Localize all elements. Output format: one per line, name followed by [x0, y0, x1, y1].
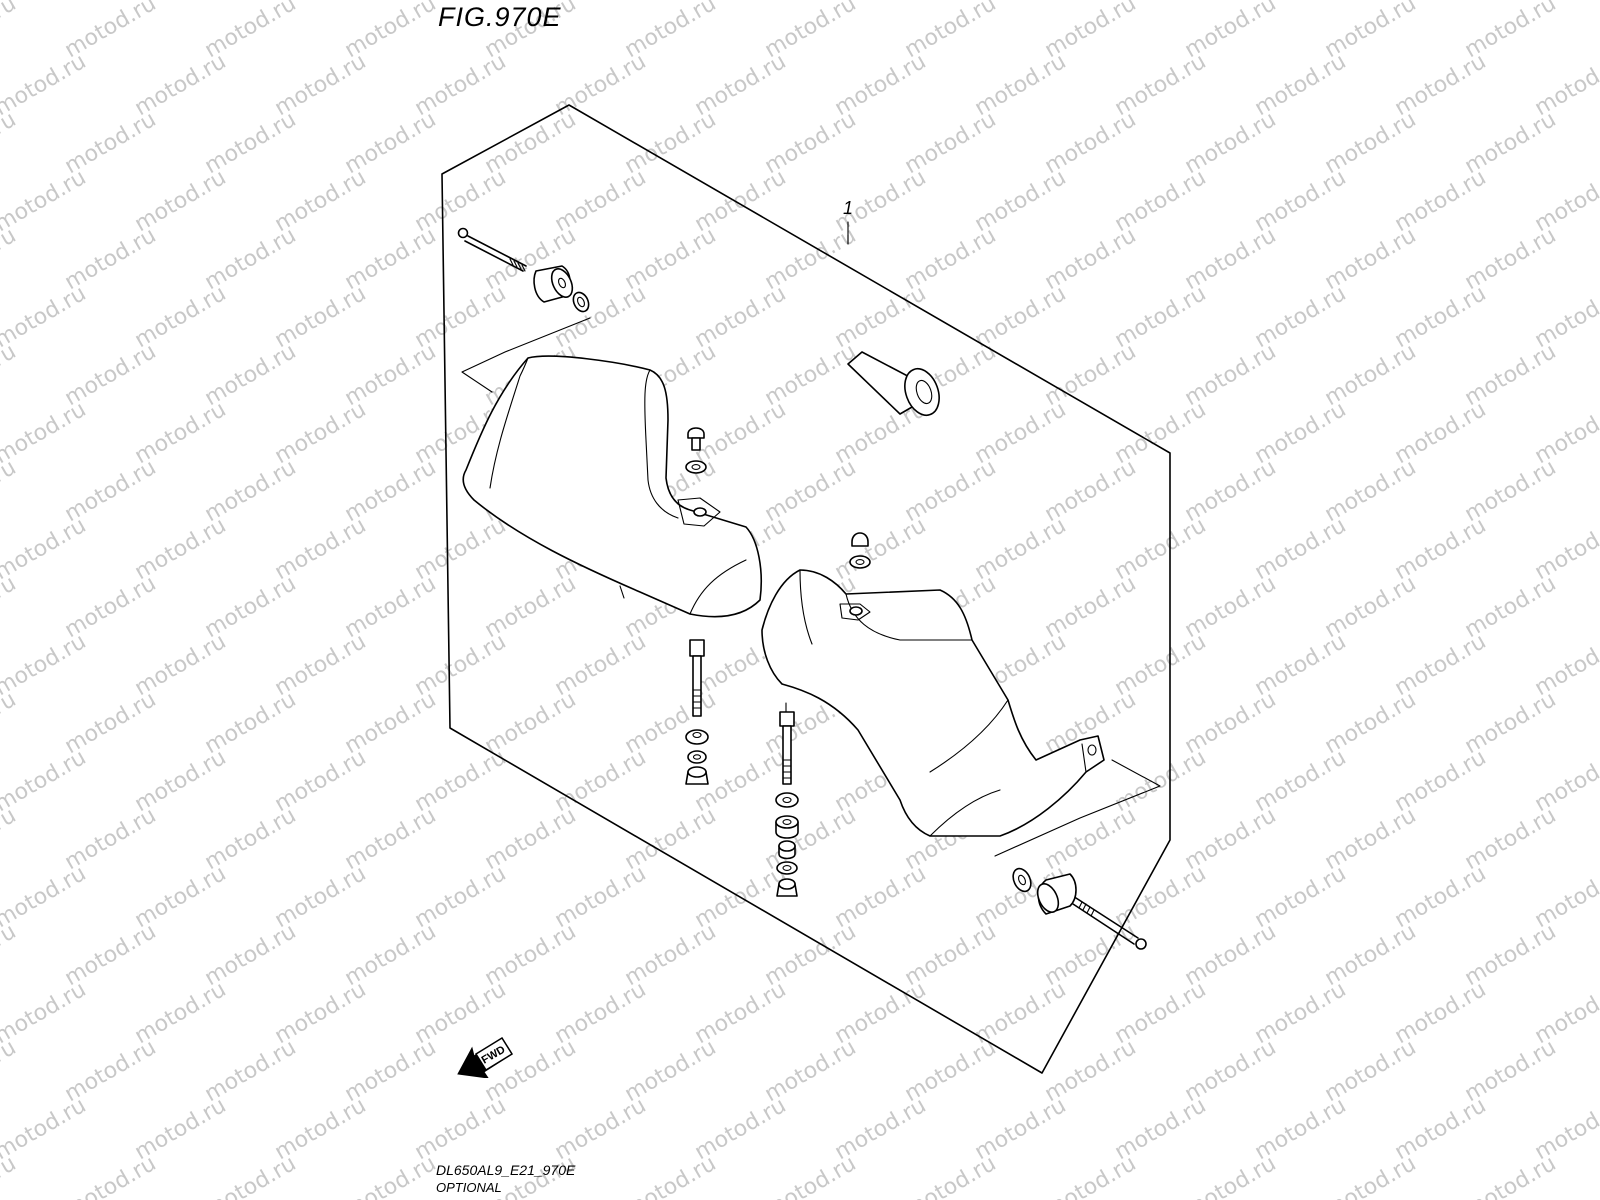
washer-left-guard-top: [685, 460, 707, 474]
watermark-text: motod.ru: [0, 455, 20, 527]
spacer-lower-right: [1036, 873, 1077, 915]
axis-marker-lower-right: [994, 759, 1161, 857]
diagram-code: DL650AL9_E21_970E: [436, 1162, 576, 1178]
watermark-text: motod.ru: [0, 803, 20, 875]
spacer-upper-left: [533, 265, 574, 303]
axis-marker-upper-left: [461, 317, 591, 393]
watermark-text: motod.ru: [0, 1035, 20, 1107]
nut-left-lower: [685, 766, 709, 785]
hand-guard-right: [761, 569, 1105, 837]
watermark-text: motod.ru: [0, 687, 20, 759]
watermark-text: motod.ru: [0, 107, 20, 179]
watermark-text: motod.ru: [0, 919, 20, 991]
collar-right-lower: [775, 815, 799, 839]
optional-note: OPTIONAL: [436, 1180, 502, 1195]
watermark-text: motod.ru: [0, 513, 90, 585]
watermark-text: motod.ru: [0, 165, 90, 237]
washer-upper-left: [572, 291, 590, 313]
watermark-text: motod.ru: [1321, 1151, 1421, 1200]
collar-left-lower: [685, 729, 709, 745]
bolt-right-lower: [779, 702, 795, 785]
washer-lower-right: [1012, 867, 1032, 893]
watermark-text: motod.ru: [61, 1151, 161, 1200]
grip-plug: [847, 351, 940, 417]
watermark-text: motod.ru: [0, 339, 20, 411]
watermark-text: motod.ru: [201, 1151, 301, 1200]
washer-right-lower-2: [776, 861, 798, 875]
watermark-text: motod.ru: [1461, 1151, 1561, 1200]
watermark-text: motod.ru: [0, 861, 90, 933]
bolt-left-lower: [689, 639, 705, 717]
watermark-text: motod.ru: [1041, 1151, 1141, 1200]
watermark-text: motod.ru: [0, 397, 90, 469]
watermark-text: motod.ru: [0, 0, 20, 63]
watermark-text: motod.ru: [0, 223, 20, 295]
hand-guard-left: [462, 355, 763, 618]
callout-number-1: 1: [843, 198, 854, 218]
figure-title: FIG.970E: [438, 2, 562, 32]
watermark-text: motod.ru: [0, 629, 90, 701]
screw-left-guard-top: [687, 427, 705, 451]
watermark-text: motod.ru: [0, 745, 90, 817]
watermark-text: motod.ru: [621, 1151, 721, 1200]
kit-outline-box: [441, 104, 1171, 1074]
forward-arrow-icon: FWD: [456, 1018, 522, 1079]
cap-nut-right-guard: [851, 532, 869, 547]
watermark-text: motod.ru: [0, 571, 20, 643]
bolt-upper-left: [457, 227, 527, 272]
nut-right-lower: [776, 878, 798, 897]
washer-right-guard-top: [849, 555, 871, 569]
washer-right-lower-1: [775, 792, 799, 808]
watermark-text: motod.ru: [0, 1093, 90, 1165]
washer-left-lower: [687, 750, 707, 764]
watermark-text: motod.ru: [0, 281, 90, 353]
watermark-text: motod.ru: [0, 49, 90, 121]
watermark-text: motod.ru: [761, 1151, 861, 1200]
watermark-text: motod.ru: [341, 1151, 441, 1200]
bolt-lower-right: [1072, 897, 1147, 950]
watermark-text: motod.ru: [0, 977, 90, 1049]
watermark-text: motod.ru: [0, 1151, 20, 1200]
watermark-text: motod.ru: [1181, 1151, 1281, 1200]
watermark-text: motod.ru: [901, 1151, 1001, 1200]
spacer-right-lower: [778, 840, 796, 860]
